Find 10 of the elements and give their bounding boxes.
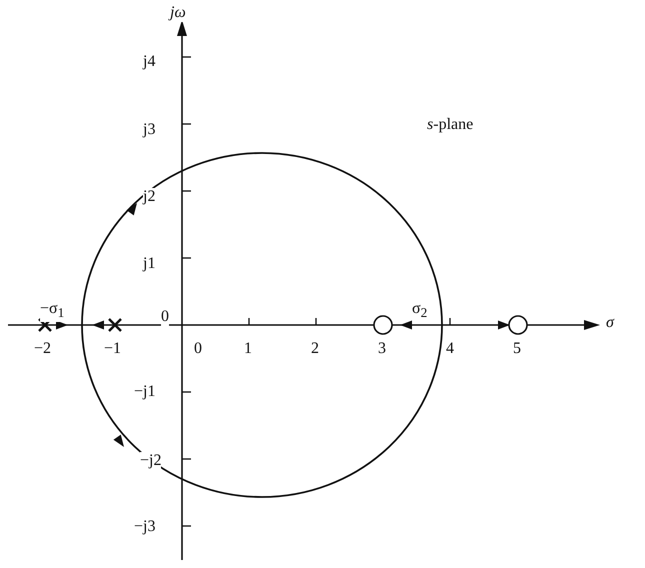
tick-label: j2 [143,188,156,206]
tick-label: 0 [161,308,169,326]
axis-label: jω [170,4,186,22]
tick-label: −j2 [140,452,162,470]
tick-label: j4 [143,53,156,71]
tick-label: j3 [143,121,156,139]
tick-label: −j3 [134,518,156,536]
tick-label: −j1 [134,383,156,401]
plane-label: s-plane [427,116,474,134]
tick-label: j1 [143,255,156,273]
